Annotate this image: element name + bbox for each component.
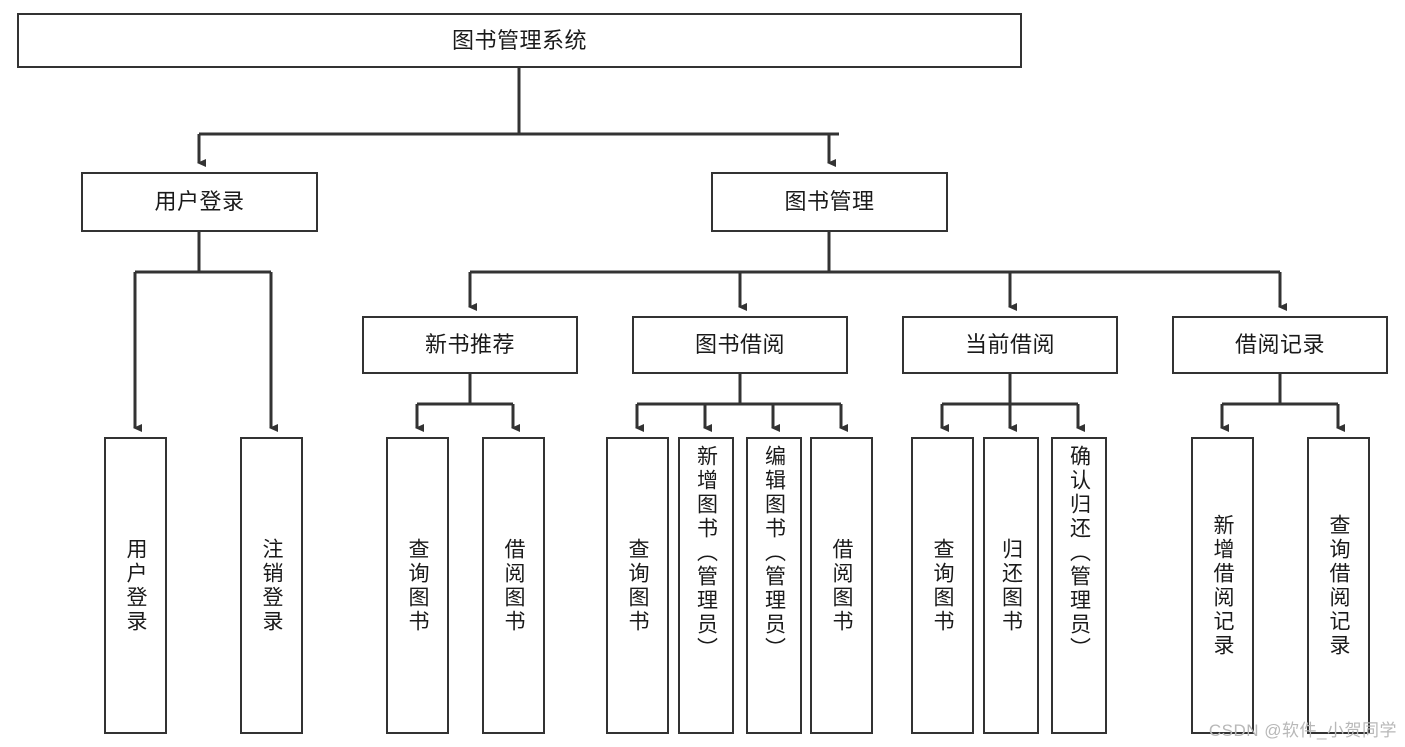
node-label: 新增借阅记录 xyxy=(1211,513,1234,658)
node-label: 确认归还（管理员） xyxy=(1067,445,1091,661)
node-label: 编辑图书（管理员） xyxy=(762,445,786,661)
node-leaf-add-book-admin[interactable]: 新增图书（管理员） xyxy=(678,437,734,734)
node-book-borrow[interactable]: 图书借阅 xyxy=(632,316,848,374)
node-label: 查询图书 xyxy=(931,537,954,634)
node-user-login[interactable]: 用户登录 xyxy=(81,172,318,232)
node-leaf-borrow-book[interactable]: 借阅图书 xyxy=(810,437,873,734)
node-label: 图书借阅 xyxy=(694,332,785,358)
node-borrow-record[interactable]: 借阅记录 xyxy=(1172,316,1388,374)
node-leaf-return-book[interactable]: 归还图书 xyxy=(983,437,1039,734)
node-label: 图书管理系统 xyxy=(451,27,587,53)
watermark-text: CSDN @软件_小贺同学 xyxy=(1208,721,1397,740)
node-label: 查询图书 xyxy=(406,537,429,634)
node-label: 归还图书 xyxy=(999,537,1023,634)
node-leaf-query-book-recommend[interactable]: 查询图书 xyxy=(386,437,449,734)
node-leaf-confirm-return-admin[interactable]: 确认归还（管理员） xyxy=(1051,437,1107,734)
node-leaf-logout[interactable]: 注销登录 xyxy=(240,437,303,734)
node-book-management[interactable]: 图书管理 xyxy=(711,172,948,232)
node-leaf-borrow-book-recommend[interactable]: 借阅图书 xyxy=(482,437,545,734)
node-label: 新书推荐 xyxy=(424,332,515,358)
node-label: 查询图书 xyxy=(626,537,649,634)
node-label: 图书管理 xyxy=(784,189,875,215)
node-label: 查询借阅记录 xyxy=(1327,513,1350,658)
node-label: 当前借阅 xyxy=(964,332,1055,358)
node-new-book-recommend[interactable]: 新书推荐 xyxy=(362,316,578,374)
node-leaf-user-login[interactable]: 用户登录 xyxy=(104,437,167,734)
node-leaf-query-book-borrow[interactable]: 查询图书 xyxy=(606,437,669,734)
node-label: 借阅图书 xyxy=(830,537,853,634)
node-root-book-management-system[interactable]: 图书管理系统 xyxy=(17,13,1022,68)
node-label: 新增图书（管理员） xyxy=(694,445,718,661)
node-current-borrow[interactable]: 当前借阅 xyxy=(902,316,1118,374)
node-label: 用户登录 xyxy=(154,189,245,215)
node-label: 借阅图书 xyxy=(502,537,525,634)
node-label: 借阅记录 xyxy=(1234,332,1325,358)
node-leaf-add-borrow-record[interactable]: 新增借阅记录 xyxy=(1191,437,1254,734)
node-leaf-edit-book-admin[interactable]: 编辑图书（管理员） xyxy=(746,437,802,734)
node-leaf-query-book-current[interactable]: 查询图书 xyxy=(911,437,974,734)
node-label: 用户登录 xyxy=(124,537,147,634)
node-label: 注销登录 xyxy=(260,537,283,634)
node-leaf-query-borrow-record[interactable]: 查询借阅记录 xyxy=(1307,437,1370,734)
